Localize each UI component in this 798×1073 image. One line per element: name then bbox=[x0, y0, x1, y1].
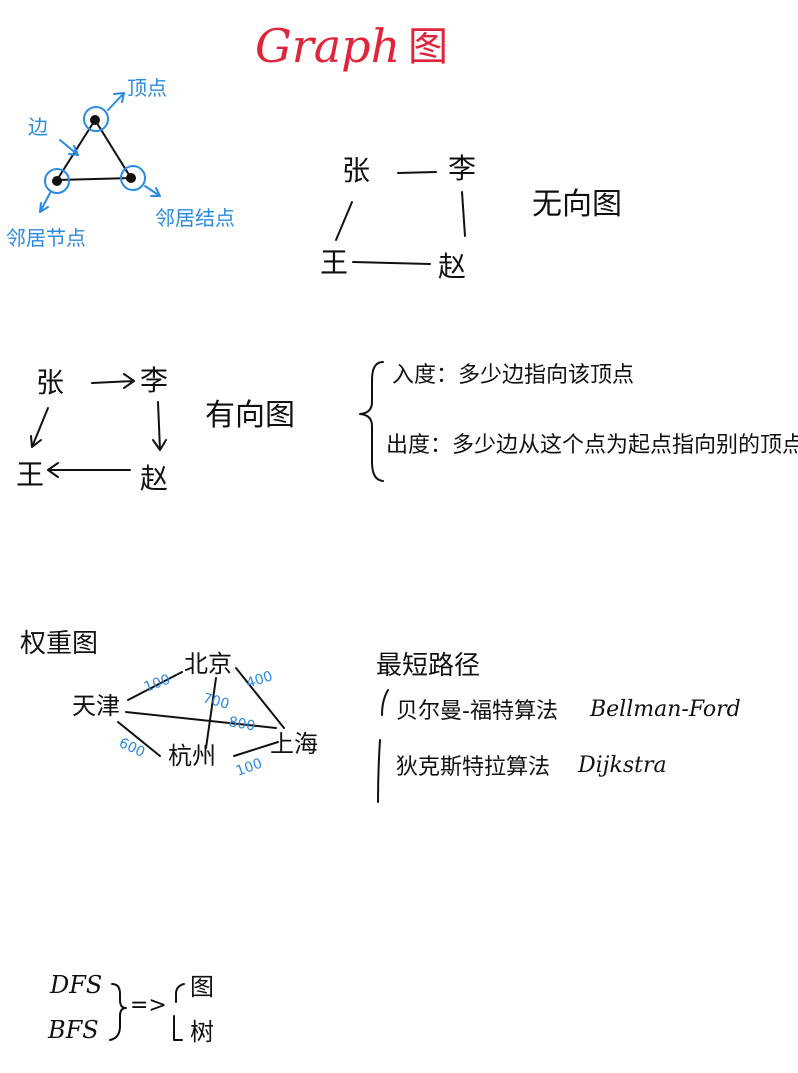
city-beijing: 北京 bbox=[184, 650, 232, 678]
directed-label: 有向图 bbox=[205, 398, 295, 433]
arrow-to-neighbor-left-icon bbox=[39, 192, 51, 213]
weighted-graph: 权重图 北京 天津 杭州 上海 100 400 700 800 600 100 bbox=[20, 629, 318, 780]
edge-zhang-wang bbox=[335, 201, 353, 241]
edge-wang-zhao bbox=[352, 261, 431, 265]
dnode-zhao: 赵 bbox=[140, 462, 168, 495]
arc-zhang-li-icon bbox=[91, 373, 135, 389]
dnode-wang: 王 bbox=[16, 458, 44, 491]
edge-beijing-hangzhou bbox=[205, 677, 217, 749]
edge-beijing-shanghai bbox=[235, 667, 285, 729]
out-degree-text: 出度：多少边从这个点为起点指向别的顶点 bbox=[386, 433, 798, 458]
anatomy-vertex-top bbox=[90, 115, 100, 125]
label-neighbor-right: 邻居结点 bbox=[155, 206, 235, 230]
edge-hangzhou-shanghai bbox=[233, 741, 279, 757]
undirected-label: 无向图 bbox=[532, 187, 622, 222]
result-brace-icon bbox=[173, 983, 185, 1041]
weight-hz-sh: 100 bbox=[234, 756, 265, 780]
traversal-tree: 树 bbox=[190, 1018, 214, 1046]
arc-li-zhao-icon bbox=[152, 401, 167, 451]
shortest-path-heading: 最短路径 bbox=[376, 651, 480, 681]
arrow-to-neighbor-right-icon bbox=[144, 185, 161, 197]
weighted-label: 权重图 bbox=[20, 629, 98, 659]
algo1-en: Bellman-Ford bbox=[589, 697, 741, 722]
edge-zhang-li bbox=[397, 171, 437, 174]
edge-tianjin-beijing bbox=[127, 671, 183, 701]
node-li: 李 bbox=[448, 152, 476, 185]
weight-bj-hz: 700 bbox=[201, 690, 231, 712]
traversal-arrow: => bbox=[130, 993, 167, 1018]
vertex-highlight-right bbox=[120, 165, 146, 191]
traversal-notes: DFS BFS => 图 树 bbox=[47, 971, 214, 1046]
bfs-label: BFS bbox=[47, 1016, 99, 1044]
shortest-path-brace-icon bbox=[377, 689, 389, 803]
weight-bj-sh: 400 bbox=[244, 668, 274, 691]
dfs-label: DFS bbox=[49, 971, 102, 999]
anatomy-vertex-right bbox=[126, 173, 136, 183]
city-hangzhou: 杭州 bbox=[168, 742, 216, 770]
vertex-highlight-left bbox=[44, 168, 70, 194]
algo2-cn: 狄克斯特拉算法 bbox=[396, 755, 550, 780]
directed-graph: 张 李 王 赵 有向图 入度：多少边指向该顶点 出度：多少边从这个点为起点指向别… bbox=[16, 361, 798, 495]
anatomy-vertex-left bbox=[52, 176, 62, 186]
algo1-cn: 贝尔曼-福特算法 bbox=[396, 699, 558, 724]
label-edge: 边 bbox=[28, 115, 48, 139]
vertex-highlight-top bbox=[83, 106, 109, 132]
weight-tj-bj: 100 bbox=[142, 672, 173, 696]
arrow-to-edge-icon bbox=[59, 139, 79, 156]
node-zhang: 张 bbox=[342, 154, 370, 187]
weight-tj-sh: 800 bbox=[227, 714, 256, 734]
graph-anatomy-diagram: 顶点 边 邻居节点 邻居结点 bbox=[6, 76, 235, 250]
degree-brace-icon bbox=[359, 361, 384, 482]
node-zhao: 赵 bbox=[438, 250, 466, 283]
shortest-path-notes: 最短路径 贝尔曼-福特算法 Bellman-Ford 狄克斯特拉算法 Dijks… bbox=[376, 651, 741, 803]
title-latin: Graph bbox=[255, 19, 400, 73]
node-wang: 王 bbox=[320, 246, 348, 279]
title: Graph 图 bbox=[255, 19, 448, 73]
arrow-to-vertex-icon bbox=[107, 92, 125, 111]
traversal-brace-icon bbox=[109, 983, 127, 1041]
algo2-en: Dijkstra bbox=[577, 753, 667, 778]
dnode-zhang: 张 bbox=[36, 366, 64, 399]
label-vertex: 顶点 bbox=[127, 76, 167, 100]
city-tianjin: 天津 bbox=[72, 692, 120, 720]
dnode-li: 李 bbox=[140, 364, 168, 397]
title-cn: 图 bbox=[408, 24, 448, 70]
city-shanghai: 上海 bbox=[270, 730, 318, 758]
traversal-graph: 图 bbox=[190, 973, 214, 1001]
edge-tianjin-shanghai bbox=[125, 711, 277, 729]
weight-tj-hz: 600 bbox=[116, 735, 147, 761]
undirected-graph: 张 李 王 赵 无向图 bbox=[320, 152, 622, 283]
label-neighbor-left: 邻居节点 bbox=[6, 226, 86, 250]
arc-zhang-wang-icon bbox=[30, 407, 49, 448]
arc-zhao-wang-icon bbox=[47, 462, 131, 478]
edge-tianjin-hangzhou bbox=[117, 721, 161, 757]
edge-li-zhao bbox=[461, 191, 466, 237]
in-degree-text: 入度：多少边指向该顶点 bbox=[392, 363, 634, 388]
